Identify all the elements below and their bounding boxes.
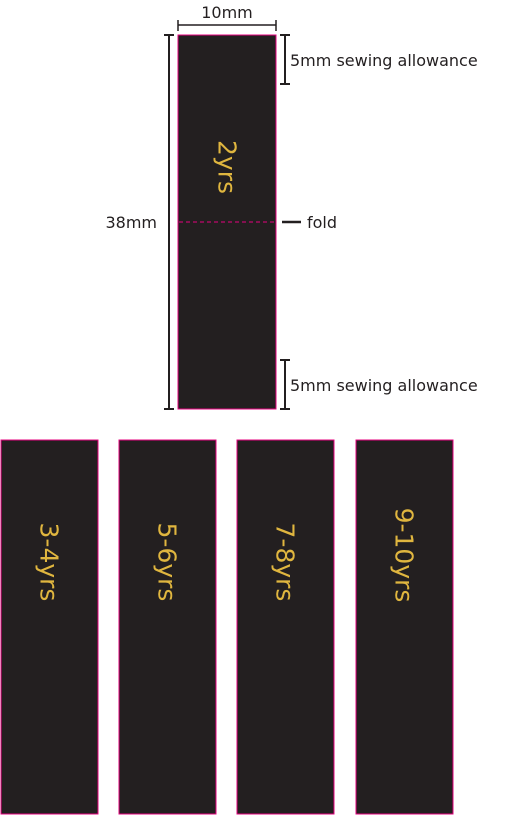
- size-label-2-rect: [118, 439, 217, 815]
- size-label-3-text: 7-8yrs: [271, 523, 300, 602]
- width-dimension-label: 10mm: [201, 3, 253, 22]
- size-label-3: 7-8yrs: [236, 439, 335, 815]
- main-label-rect: [177, 34, 277, 410]
- fold-marker: fold: [282, 213, 337, 232]
- height-dimension: 38mm: [105, 34, 174, 410]
- size-label-2-text: 5-6yrs: [153, 523, 182, 602]
- size-label-1-text: 3-4yrs: [35, 523, 64, 602]
- main-label-text: 2yrs: [213, 140, 242, 194]
- top-allowance-label: 5mm sewing allowance: [290, 51, 478, 70]
- main-label: 2yrs: [177, 34, 277, 410]
- size-label-4-rect: [355, 439, 454, 815]
- size-label-4: 9-10yrs: [355, 439, 454, 815]
- bottom-allowance-bracket: 5mm sewing allowance: [280, 359, 478, 410]
- size-label-1: 3-4yrs: [0, 439, 99, 815]
- size-label-1-rect: [0, 439, 99, 815]
- height-dimension-label: 38mm: [105, 213, 157, 232]
- fold-label: fold: [307, 213, 337, 232]
- top-allowance-bracket: 5mm sewing allowance: [280, 34, 478, 85]
- bottom-allowance-label: 5mm sewing allowance: [290, 376, 478, 395]
- width-dimension: 10mm: [177, 3, 277, 31]
- size-label-2: 5-6yrs: [118, 439, 217, 815]
- size-label-4-text: 9-10yrs: [390, 508, 419, 603]
- size-label-3-rect: [236, 439, 335, 815]
